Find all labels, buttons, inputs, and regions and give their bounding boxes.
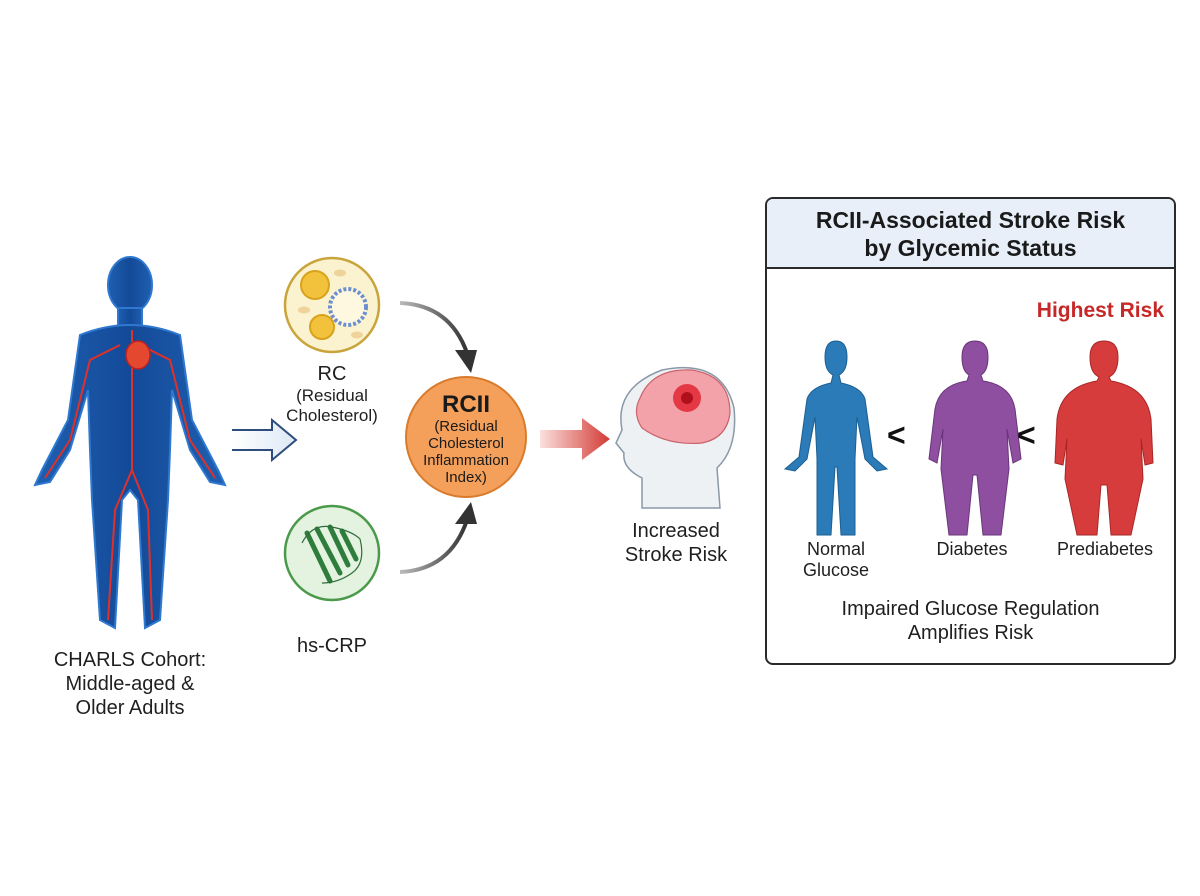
lipoprotein-particles-icon: [283, 256, 381, 354]
prediabetes-figure-icon: [1054, 340, 1154, 536]
cohort-label: CHARLS Cohort: Middle-aged & Older Adult…: [53, 649, 207, 719]
rcii-node: RCII (Residual Cholesterol Inflammation …: [405, 376, 527, 498]
glycemic-risk-panel: RCII-Associated Stroke Risk by Glycemic …: [765, 197, 1176, 665]
less-than-symbol: <: [1017, 417, 1036, 453]
curved-arrow-icon: [399, 502, 477, 574]
human-circulatory-system-icon: [33, 256, 227, 630]
rc-label: RC (Residual Cholesterol): [286, 363, 378, 425]
red-arrow-icon: [540, 418, 610, 460]
curved-arrow-icon: [399, 301, 477, 373]
highest-risk-label: Highest Risk: [1036, 299, 1164, 322]
arrow-right-icon: [232, 417, 298, 463]
group-label-diabetes: Diabetes: [936, 539, 1008, 559]
group-label-normal: Normal Glucose: [802, 539, 870, 580]
diabetes-figure-icon: [928, 340, 1022, 536]
brain-stroke-head-icon: [615, 366, 736, 509]
protein-structure-icon: [283, 504, 381, 602]
panel-footer: Impaired Glucose Regulation Amplifies Ri…: [841, 598, 1100, 644]
crp-label: hs-CRP: [296, 635, 367, 657]
normal-glucose-figure-icon: [783, 340, 889, 536]
less-than-symbol: <: [887, 417, 906, 453]
panel-title: RCII-Associated Stroke Risk by Glycemic …: [767, 199, 1174, 269]
group-label-prediabetes: Prediabetes: [1056, 539, 1154, 559]
stroke-label: Increased Stroke Risk: [624, 520, 728, 566]
